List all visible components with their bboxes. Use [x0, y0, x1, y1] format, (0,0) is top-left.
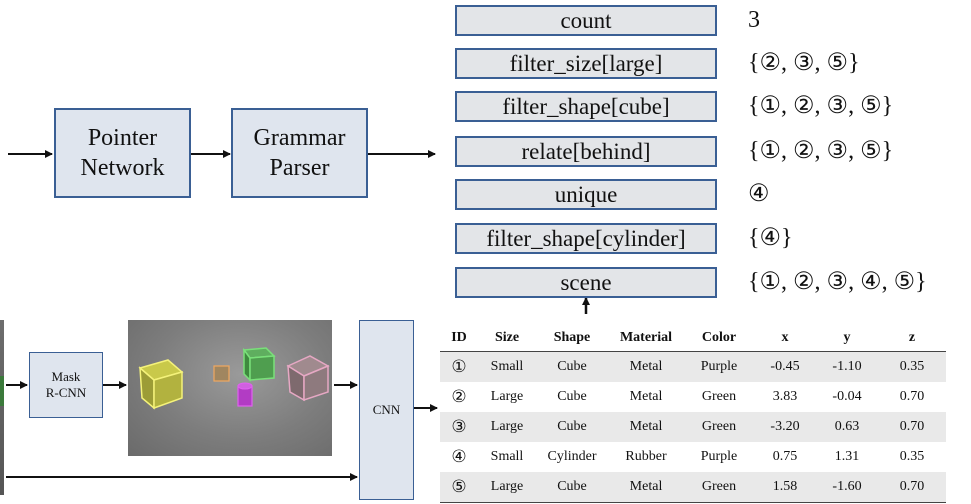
object-cube-pink	[286, 355, 330, 402]
op-label: unique	[554, 181, 618, 207]
cnn-box: CNN	[359, 320, 414, 500]
object-cube-yellow	[138, 359, 184, 410]
cell-id: ④	[451, 447, 467, 466]
cell-id: ②	[451, 387, 467, 406]
cell-x: 0.75	[772, 449, 798, 464]
table-row: ① Small Cube Metal Purple -0.45 -1.10 0.…	[440, 351, 946, 382]
grammar-parser-label: Grammar Parser	[253, 125, 346, 181]
cell-size: Large	[478, 412, 536, 442]
object-cylinder-purple	[237, 382, 253, 407]
program-op-scene: scene	[455, 267, 717, 298]
op-label: relate[behind]	[521, 138, 651, 164]
cell-x: 1.58	[754, 472, 816, 503]
cell-y: -0.04	[832, 389, 862, 404]
table-row: ⑤ Large Cube Metal Green 1.58 -1.60 0.70	[440, 472, 946, 503]
col-header-material: Material	[608, 324, 684, 352]
cell-y: -1.60	[816, 472, 878, 503]
col-header-color: Color	[684, 324, 754, 352]
cell-shape: Cube	[557, 389, 587, 404]
cell-x: -3.20	[754, 412, 816, 442]
grammar-parser-box: Grammar Parser	[231, 108, 368, 198]
op-label: count	[560, 7, 612, 33]
segmented-scene-image	[128, 320, 332, 456]
pointer-network-label: Pointer Network	[80, 125, 165, 181]
mask-rcnn-label: Mask R-CNN	[45, 369, 87, 400]
op-label: filter_shape[cube]	[502, 93, 670, 119]
table-row: ② Large Cube Metal Green 3.83 -0.04 0.70	[440, 382, 946, 412]
cell-z: 0.35	[899, 449, 925, 464]
result-filter-shape-cylinder: {④}	[748, 225, 793, 251]
program-op-filter-shape-cylinder: filter_shape[cylinder]	[455, 223, 717, 254]
op-label: filter_size[large]	[509, 50, 663, 76]
mask-rcnn-box: Mask R-CNN	[29, 352, 103, 418]
program-op-count: count	[455, 5, 717, 36]
col-header-x: x	[754, 324, 816, 352]
program-op-filter-size: filter_size[large]	[455, 48, 717, 79]
table-row: ③ Large Cube Metal Green -3.20 0.63 0.70	[440, 412, 946, 442]
cell-id: ⑤	[440, 472, 478, 503]
object-cube-small	[213, 365, 230, 382]
cell-material: Metal	[629, 389, 663, 404]
result-relate: {①, ②, ③, ⑤}	[748, 138, 894, 164]
cell-shape: Cylinder	[547, 449, 597, 464]
cell-id: ③	[440, 412, 478, 442]
col-header-size: Size	[478, 324, 536, 352]
cell-y: 0.63	[816, 412, 878, 442]
cell-x: -0.45	[754, 351, 816, 382]
result-scene: {①, ②, ③, ④, ⑤}	[748, 269, 927, 295]
cell-size: Large	[478, 472, 536, 503]
cell-size: Large	[490, 389, 524, 404]
cell-y: -1.10	[816, 351, 878, 382]
result-filter-shape-cube: {①, ②, ③, ⑤}	[748, 93, 894, 119]
cell-material: Rubber	[625, 449, 667, 464]
col-header-id: ID	[440, 324, 478, 352]
cell-size: Small	[490, 449, 524, 464]
op-label: filter_shape[cylinder]	[486, 225, 686, 251]
input-image-edge	[0, 320, 4, 495]
cell-z: 0.70	[878, 472, 946, 503]
cell-material: Metal	[608, 351, 684, 382]
col-header-shape: Shape	[536, 324, 608, 352]
object-attribute-table: ID Size Shape Material Color x y z ① Sma…	[440, 324, 946, 503]
col-header-z: z	[878, 324, 946, 352]
cell-id: ①	[440, 351, 478, 382]
scene-objects	[138, 347, 330, 410]
cell-color: Purple	[700, 449, 738, 464]
cell-color: Purple	[684, 351, 754, 382]
program-op-filter-shape-cube: filter_shape[cube]	[455, 91, 717, 122]
cell-x: 3.83	[772, 389, 798, 404]
op-label: scene	[560, 269, 612, 295]
col-header-y: y	[816, 324, 878, 352]
cell-shape: Cube	[536, 472, 608, 503]
table-header-row: ID Size Shape Material Color x y z	[440, 324, 946, 352]
result-unique: ④	[748, 181, 770, 207]
cell-material: Metal	[608, 412, 684, 442]
program-op-unique: unique	[455, 179, 717, 210]
program-op-relate: relate[behind]	[455, 136, 717, 167]
cell-z: 0.35	[878, 351, 946, 382]
object-cube-green	[242, 347, 276, 382]
cell-y: 1.31	[834, 449, 860, 464]
table-row: ④ Small Cylinder Rubber Purple 0.75 1.31…	[440, 442, 946, 472]
cell-shape: Cube	[536, 412, 608, 442]
cell-color: Green	[684, 472, 754, 503]
cnn-label: CNN	[372, 402, 401, 417]
pointer-network-box: Pointer Network	[54, 108, 191, 198]
cell-shape: Cube	[536, 351, 608, 382]
result-count: 3	[748, 7, 760, 33]
cell-color: Green	[701, 389, 737, 404]
result-filter-size: {②, ③, ⑤}	[748, 50, 860, 76]
cell-material: Metal	[608, 472, 684, 503]
cell-color: Green	[684, 412, 754, 442]
cell-z: 0.70	[899, 389, 925, 404]
cell-size: Small	[478, 351, 536, 382]
cell-z: 0.70	[878, 412, 946, 442]
